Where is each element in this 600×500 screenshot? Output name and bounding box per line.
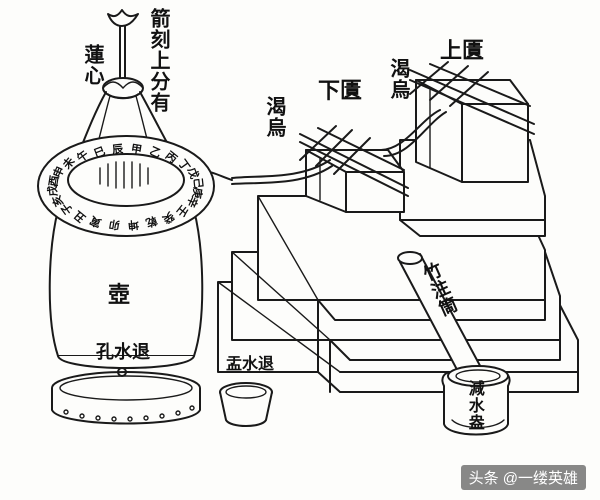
siphon-pipes (231, 109, 447, 185)
dial-character: 坤 (126, 217, 140, 232)
lower-tank-label: 下匱 (318, 78, 363, 104)
pot-label: 壺 (108, 282, 131, 308)
dial-character: 辰 (111, 142, 125, 157)
overflow-jar-label: 減水盎 (465, 380, 485, 431)
upper-siphon-label: 渴烏 (387, 58, 411, 100)
dial-ring (37, 135, 215, 237)
pot-drain-label: 孔水退 (96, 342, 150, 363)
watermark: 头条 @一缕英雄 (460, 465, 586, 490)
upper-tank-label: 上匱 (440, 38, 485, 64)
upper-tank-drawing (409, 61, 535, 183)
drain-cup-drawing (219, 382, 273, 427)
dial-character: 卯 (107, 216, 121, 232)
lower-siphon-label: 渴烏 (263, 96, 287, 138)
lotus-heart-label: 蓮心 (81, 44, 105, 86)
arrow-top-label: 箭刻上分有 (147, 8, 171, 113)
lower-tank-drawing (299, 125, 409, 213)
pot-drawing (48, 209, 204, 425)
bamboo-and-jar (397, 251, 511, 436)
drain-cup-label: 盂水退 (226, 354, 275, 373)
